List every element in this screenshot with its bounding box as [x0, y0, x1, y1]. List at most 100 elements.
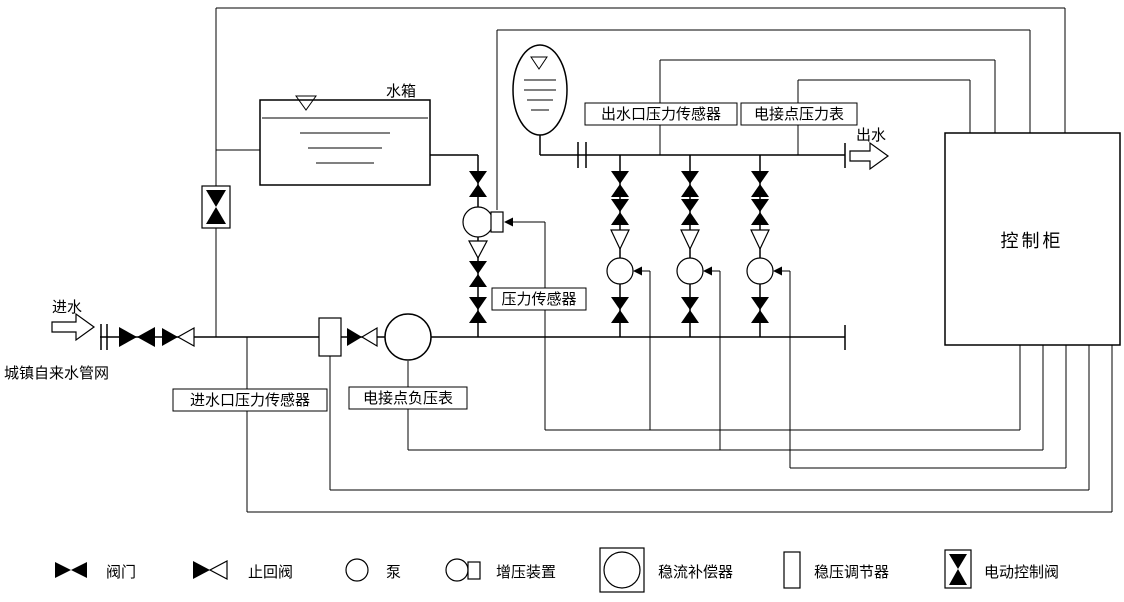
inlet-pressure-sensor-label: 进水口压力传感器: [190, 392, 310, 409]
booster-device-box: [490, 211, 504, 233]
tank-body: [259, 99, 431, 186]
valve-icon: [71, 562, 87, 578]
arrow-into-pump-3: [773, 266, 782, 276]
control-cabinet-body: [944, 132, 1121, 346]
flow-stabilizer-icon: [603, 551, 641, 589]
ecv-bowtie-bottom: [206, 207, 226, 224]
contact-vacuum-gauge-label: 电接点负压表: [363, 390, 453, 407]
legend-label-pump: 泵: [386, 565, 401, 581]
branch-valve-icon: [611, 212, 629, 225]
pressure-regulator-icon: [318, 317, 342, 357]
inlet-check-valve-icon: [176, 326, 195, 348]
branch-valve-icon: [681, 310, 699, 323]
contact-pressure-gauge-box: [740, 102, 858, 126]
branch-valve-icon: [469, 297, 487, 310]
municipal-network-label: 城镇自来水管网: [4, 365, 109, 382]
inlet-pressure-sensor-box: [172, 388, 328, 412]
main-check-valve-icon: [360, 326, 378, 348]
booster-branch: [462, 171, 504, 323]
booster-device-icon: [445, 558, 469, 582]
control-rail-3: [782, 270, 1067, 469]
water-level-icon: [295, 95, 317, 111]
arrow-into-pump-2: [703, 266, 712, 276]
branch-valve-icon: [469, 184, 487, 197]
pump-icon: [345, 558, 369, 582]
legend-item-electric-control-valve: 电动控制阀: [944, 549, 1059, 589]
branch-valve-icon: [751, 184, 769, 197]
branch-valve-icon: [751, 310, 769, 323]
arrow-into-booster: [504, 217, 513, 227]
legend-label-electric-control-valve: 电动控制阀: [984, 564, 1059, 581]
branch-valve-icon: [469, 171, 487, 184]
check-valve-icon: [208, 560, 228, 580]
branch-valve-icon: [469, 310, 487, 323]
main-line-equipment: [318, 313, 432, 361]
branch-valve-icon: [611, 297, 629, 310]
branch-check-valve-icon: [468, 240, 488, 260]
legend-item-check-valve: 止回阀: [193, 560, 293, 581]
pump-icon: [606, 257, 634, 285]
inlet-valve-icon: [119, 327, 137, 347]
legend-label-pressure-regulator: 稳压调节器: [814, 564, 889, 581]
branch-valve-icon: [681, 212, 699, 225]
tank-outlet-branch: [430, 154, 479, 337]
pressure-sensor-label: 压力传感器: [501, 291, 576, 308]
control-line-ecv: [215, 7, 1066, 337]
inlet-valve-icon: [137, 327, 155, 347]
branch-valve-icon: [469, 274, 487, 287]
legend-label-flow-stabilizer: 稳流补偿器: [658, 564, 733, 581]
control-rail-2: [407, 270, 1044, 451]
valve-icon: [55, 562, 71, 578]
electric-control-valve-icon: [949, 554, 967, 569]
water-tank: 水箱: [259, 83, 431, 186]
electric-control-valve: [201, 185, 231, 229]
control-arrowheads: [504, 217, 782, 276]
pressure-sensor-box: [491, 287, 587, 311]
discharge-header-ends: [577, 142, 846, 168]
control-rail-5: [246, 345, 1113, 513]
control-rail-4: [329, 345, 1090, 491]
booster-device-icon: [462, 206, 494, 238]
branch-valve-icon: [611, 184, 629, 197]
tank-water-lines: [262, 117, 428, 164]
pressure-regulator-icon: [783, 551, 801, 589]
main-check-valve-icon: [347, 328, 362, 346]
sensor-tap-links: [246, 337, 409, 389]
branch-valve-icon: [751, 297, 769, 310]
control-cabinet: 控制柜: [944, 132, 1121, 346]
compensator-vessel: [512, 44, 568, 136]
electric-control-valve-icon: [949, 569, 967, 585]
outlet-side: 出水: [849, 127, 890, 171]
main-pump-icon: [384, 313, 432, 361]
booster-device-box: [467, 561, 481, 580]
branch-valve-icon: [751, 199, 769, 212]
legend-item-flow-stabilizer: 稳流补偿器: [599, 547, 733, 593]
legend-item-booster-device: 增压装置: [445, 558, 556, 582]
pump-icon: [746, 257, 774, 285]
contact-pressure-gauge-label: 电接点压力表: [754, 106, 844, 123]
vessel-water-lines: [524, 79, 556, 111]
arrow-into-pump-1: [633, 266, 642, 276]
check-valve-icon: [193, 561, 210, 579]
label-boxes: 进水口压力传感器 电接点负压表 压力传感器 出水口压力传感器 电接点压力表: [172, 102, 858, 412]
ecv-bowtie-top: [206, 190, 226, 207]
control-line-outlet-sensor: [659, 59, 996, 155]
branch-valve-icon: [751, 171, 769, 184]
branch-valve-icon: [681, 184, 699, 197]
branch-valve-icon: [469, 261, 487, 274]
branch-check-valve-icon: [680, 229, 700, 251]
outlet-label: 出水: [856, 127, 886, 144]
control-rail-1: [513, 221, 1021, 431]
control-cabinet-label: 控制柜: [1001, 231, 1064, 251]
contact-vacuum-gauge-box: [348, 386, 468, 410]
branch-valve-icon: [681, 171, 699, 184]
control-lines: [215, 7, 1113, 513]
outlet-pressure-sensor-box: [584, 102, 738, 126]
legend-label-check-valve: 止回阀: [248, 564, 293, 581]
inlet-flow-arrow: [51, 312, 96, 342]
outlet-flow-arrow: [849, 141, 890, 171]
branch-valve-icon: [611, 310, 629, 323]
legend: 阀门 止回阀 泵 增压装置 稳流补偿器 稳压调节器: [55, 547, 1059, 593]
